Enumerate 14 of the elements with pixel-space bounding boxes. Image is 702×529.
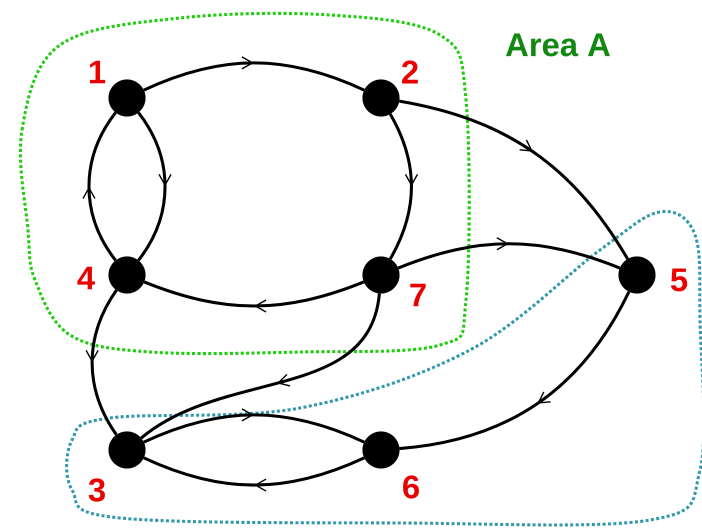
vertex-number: 4: [77, 266, 95, 290]
vertex-dot: [108, 431, 146, 469]
vertex-dot: [108, 256, 146, 294]
vertex-number: 3: [88, 478, 105, 502]
vertex-number: 6: [403, 475, 419, 499]
vertex-dot: [618, 256, 656, 294]
vertex-number: 7: [410, 284, 426, 306]
vertex-dot: [362, 431, 400, 469]
vertex-dot: [362, 79, 400, 117]
vertex-number: 2: [402, 60, 418, 84]
vertex-dot: [362, 256, 400, 294]
vertex-dot: [108, 79, 146, 117]
vertex-number: 1: [90, 60, 106, 84]
vertex-number: 5: [670, 268, 688, 292]
